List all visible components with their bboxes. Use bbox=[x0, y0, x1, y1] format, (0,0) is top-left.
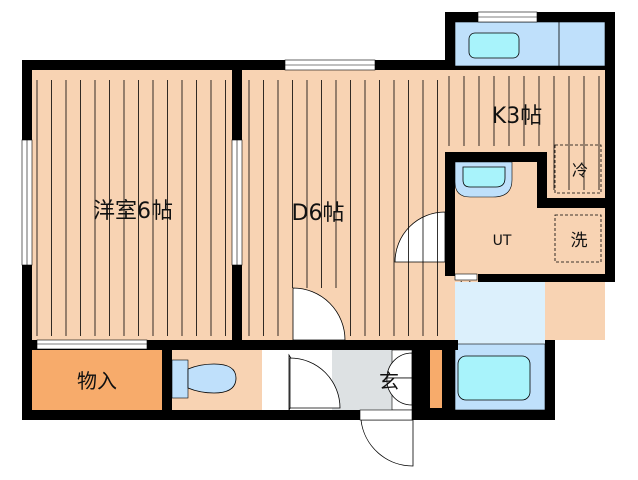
windows bbox=[21, 11, 538, 350]
kitchen-label: K3帖 bbox=[492, 104, 542, 129]
bathtub-icon bbox=[457, 355, 531, 401]
toilet-bowl-icon bbox=[187, 363, 237, 394]
western-room-floor bbox=[32, 70, 232, 340]
fridge-label: 冷 bbox=[572, 161, 588, 180]
storage-label: 物入 bbox=[77, 369, 117, 393]
western-room-label: 洋室6帖 bbox=[93, 199, 173, 224]
washer-space bbox=[554, 214, 602, 263]
sink-icon bbox=[468, 32, 520, 59]
dining-label: D6帖 bbox=[292, 201, 345, 226]
utility-label: UT bbox=[493, 233, 512, 249]
entrance-label: 玄 bbox=[379, 369, 399, 393]
entrance-floor bbox=[332, 350, 392, 410]
washer-label: 洗 bbox=[571, 231, 588, 251]
storage-room bbox=[32, 350, 162, 410]
doors bbox=[288, 211, 446, 467]
shoe-cabinet bbox=[430, 350, 442, 408]
toilet-tank-icon bbox=[171, 359, 189, 399]
floor-stripes bbox=[36, 76, 600, 336]
fridge-space bbox=[554, 144, 602, 194]
bath-corridor bbox=[455, 282, 545, 344]
